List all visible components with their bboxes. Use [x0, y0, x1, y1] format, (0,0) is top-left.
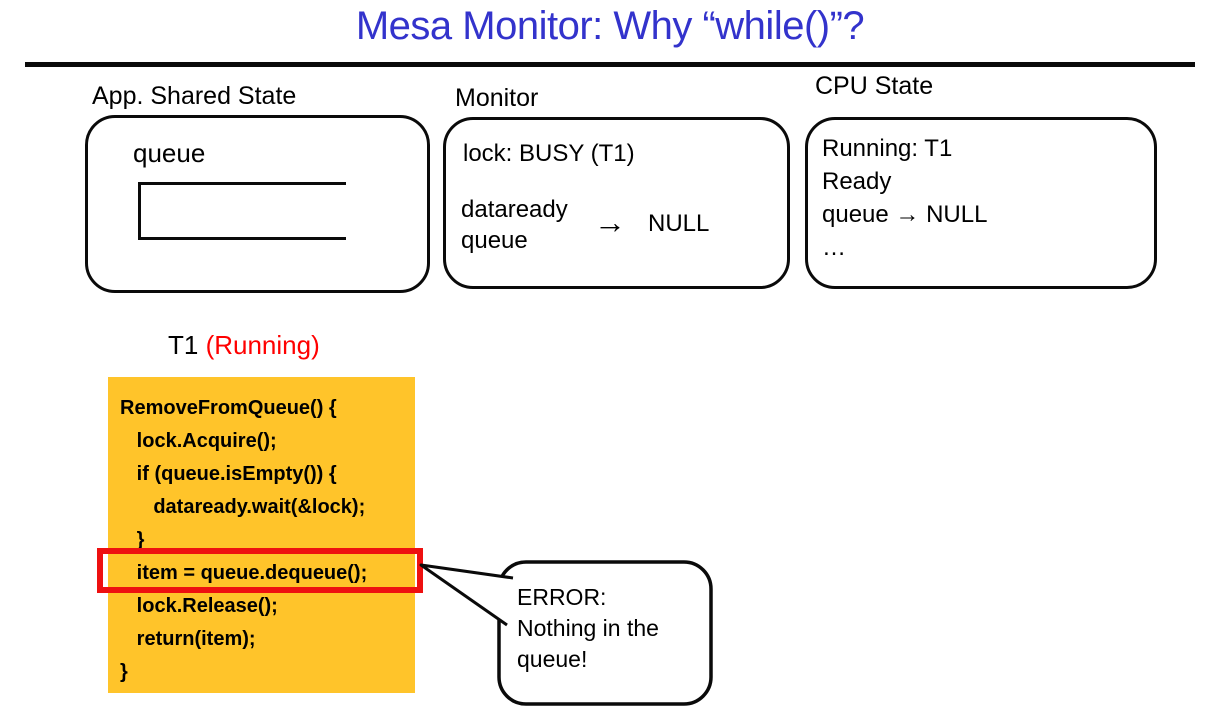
code-line: }	[120, 529, 145, 551]
cpu-running-line: Running: T1	[822, 135, 953, 162]
cpu-state-box: Running: T1 Ready queue → NULL …	[805, 117, 1157, 289]
code-line: lock.Acquire();	[120, 430, 277, 452]
code-block: RemoveFromQueue() { lock.Acquire(); if (…	[108, 377, 415, 693]
thread-label: T1 (Running)	[168, 330, 320, 361]
callout-bubble-body	[497, 560, 713, 706]
callout-text: ERROR: Nothing in the queue!	[517, 582, 659, 675]
code-line: dataready.wait(&lock);	[120, 496, 366, 518]
title-divider	[25, 62, 1195, 67]
page-title: Mesa Monitor: Why “while()”?	[355, 4, 865, 48]
callout-line-queue: queue!	[517, 646, 588, 672]
code-line: lock.Release();	[120, 595, 278, 617]
code-line: }	[120, 661, 128, 683]
code-line: if (queue.isEmpty()) {	[120, 463, 337, 485]
monitor-label: Monitor	[455, 84, 539, 112]
thread-name: T1	[168, 330, 206, 360]
code-line-highlighted: item = queue.dequeue();	[120, 562, 368, 584]
cpu-state-lines: Running: T1 Ready queue → NULL …	[822, 132, 987, 264]
error-highlight-box	[97, 548, 423, 593]
callout-line-nothing: Nothing in the	[517, 615, 659, 641]
queue-diagram	[138, 182, 346, 240]
right-arrow-icon: →	[594, 204, 626, 240]
code-line: return(item);	[120, 628, 256, 650]
callout-bubble	[419, 560, 713, 706]
app-shared-state-box: queue	[85, 115, 430, 293]
condition-variable-name: dataready	[461, 196, 568, 223]
queue-caption: queue	[133, 138, 206, 168]
thread-status: (Running)	[205, 330, 320, 360]
cpu-ready-line: Ready	[822, 168, 892, 195]
monitor-box: lock: BUSY (T1) dataready queue → NULL	[443, 117, 790, 289]
cpu-state-label: CPU State	[815, 72, 934, 100]
callout-bubble-tail	[419, 563, 514, 627]
cpu-ellipsis-line: …	[822, 234, 846, 261]
cpu-queue-line: queue → NULL	[822, 201, 988, 228]
callout-line-error: ERROR:	[517, 584, 607, 610]
code-line: RemoveFromQueue() {	[120, 397, 337, 419]
app-shared-state-label: App. Shared State	[92, 82, 297, 110]
monitor-queue-name: queue	[461, 227, 528, 254]
null-value-text: NULL	[648, 210, 710, 237]
lock-state-text: lock: BUSY (T1)	[463, 140, 635, 167]
